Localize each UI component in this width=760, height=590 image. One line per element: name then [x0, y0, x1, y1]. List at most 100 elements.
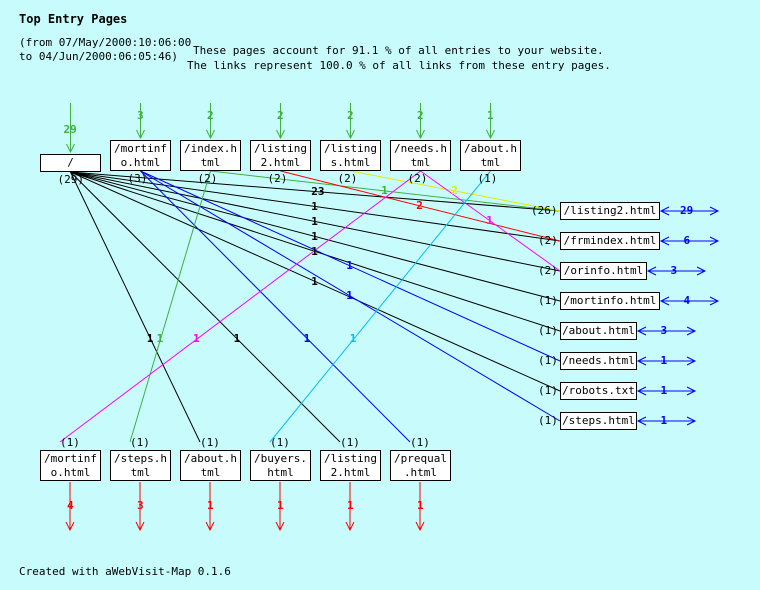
- link-count-label: 1: [486, 214, 493, 227]
- entry-arrowhead: [346, 129, 355, 140]
- linked-page-box[interactable]: /frmindex.html: [560, 232, 660, 250]
- exit-count-label: 1: [347, 499, 354, 512]
- entry-count-label: 2: [277, 109, 284, 122]
- exit-page-count: (1): [270, 436, 290, 449]
- entry-page-count: (1): [477, 172, 498, 185]
- exit-count-label: 3: [137, 499, 144, 512]
- linked-page-box[interactable]: /listing2.html: [560, 202, 660, 220]
- link-line: [140, 170, 561, 422]
- outgoing-count-label: 3: [670, 264, 678, 277]
- outgoing-count-label: 1: [660, 384, 668, 397]
- outgoing-arrowhead-left: [659, 206, 670, 216]
- exit-arrowhead: [275, 521, 285, 532]
- link-count-label: 23: [311, 184, 325, 198]
- entry-arrowhead: [136, 129, 145, 140]
- link-count-label: 2: [451, 184, 458, 197]
- linked-page-box[interactable]: /needs.html: [560, 352, 637, 370]
- exit-page-count: (1): [340, 436, 360, 449]
- exit-page-box[interactable]: /buyers. html: [250, 450, 311, 481]
- link-count-label: 1: [303, 332, 311, 346]
- entry-page-box[interactable]: /needs.h tml: [390, 140, 451, 171]
- linked-page-count: (1): [538, 414, 558, 427]
- entry-page-box[interactable]: /listing 2.html: [250, 140, 311, 171]
- exit-page-box[interactable]: /mortinf o.html: [40, 450, 101, 481]
- link-line: [70, 171, 341, 443]
- outgoing-arrowhead-right: [686, 356, 697, 366]
- exit-page-box[interactable]: /about.h tml: [180, 450, 241, 481]
- link-line: [70, 171, 561, 242]
- linked-page-count: (26): [531, 204, 558, 217]
- entry-page-box[interactable]: /about.h tml: [460, 140, 521, 171]
- link-line: [350, 170, 561, 212]
- exit-arrowhead: [65, 521, 75, 532]
- exit-count-label: 1: [417, 499, 424, 512]
- linked-page-count: (1): [538, 324, 558, 337]
- outgoing-arrowhead-right: [709, 206, 720, 216]
- outgoing-arrowhead-right: [696, 266, 707, 276]
- linked-page-box[interactable]: /mortinfo.html: [560, 292, 660, 310]
- entry-arrowhead: [66, 143, 75, 154]
- link-line: [140, 170, 411, 443]
- exit-count-label: 1: [277, 499, 284, 512]
- outgoing-count-label: 1: [660, 354, 668, 367]
- linked-page-box[interactable]: /steps.html: [560, 412, 637, 430]
- link-count-label: 1: [311, 274, 318, 288]
- link-line: [70, 171, 561, 332]
- linked-page-count: (1): [538, 384, 558, 397]
- exit-count-label: 1: [207, 499, 214, 512]
- exit-page-count: (1): [60, 436, 80, 449]
- exit-page-box[interactable]: /prequal .html: [390, 450, 451, 481]
- outgoing-arrowhead-right: [686, 326, 697, 336]
- exit-arrowhead: [345, 521, 355, 532]
- link-count-label: 1: [156, 332, 164, 346]
- entry-page-box[interactable]: /index.h tml: [180, 140, 241, 171]
- outgoing-count-label: 29: [680, 204, 694, 217]
- link-count-label: 1: [346, 289, 353, 302]
- outgoing-count-label: 4: [683, 294, 691, 307]
- outgoing-arrowhead-left: [636, 356, 647, 366]
- entry-page-box[interactable]: /mortinf o.html: [110, 140, 171, 171]
- entry-count-label: 3: [137, 109, 144, 122]
- outgoing-arrowhead-left: [646, 266, 657, 276]
- entry-page-count: (2): [197, 172, 218, 185]
- link-line: [269, 170, 491, 443]
- footer-credit: Created with aWebVisit-Map 0.1.6: [19, 565, 231, 578]
- link-count-label: 1: [192, 332, 200, 346]
- exit-page-box[interactable]: /steps.h tml: [110, 450, 171, 481]
- link-line: [70, 171, 561, 212]
- exit-page-count: (1): [130, 436, 150, 449]
- entry-arrowhead: [206, 129, 215, 140]
- linked-page-count: (1): [538, 354, 558, 367]
- entry-arrowhead: [486, 129, 495, 140]
- linked-page-box[interactable]: /orinfo.html: [560, 262, 647, 280]
- link-count-label: 1: [311, 229, 318, 243]
- entry-page-box[interactable]: /listing s.html: [320, 140, 381, 171]
- entry-count-label: 29: [63, 123, 77, 136]
- outgoing-arrowhead-left: [636, 416, 647, 426]
- outgoing-arrowhead-right: [686, 416, 697, 426]
- exit-page-box[interactable]: /listing 2.html: [320, 450, 381, 481]
- entry-page-count: (29): [57, 173, 85, 186]
- outgoing-arrowhead-right: [709, 236, 720, 246]
- linked-page-box[interactable]: /robots.txt: [560, 382, 637, 400]
- link-count-label: 1: [311, 214, 318, 228]
- link-line: [70, 171, 561, 272]
- link-line: [210, 170, 561, 212]
- outgoing-arrowhead-left: [636, 326, 647, 336]
- date-range-end: to 04/Jun/2000:06:05:46): [19, 50, 178, 63]
- link-count-label: 2: [416, 199, 423, 212]
- outgoing-arrowhead-left: [659, 236, 670, 246]
- outgoing-count-label: 3: [660, 324, 668, 337]
- link-count-label: 1: [349, 332, 357, 346]
- page-title: Top Entry Pages: [19, 12, 128, 26]
- outgoing-arrowhead-left: [659, 296, 670, 306]
- link-count-label: 1: [311, 199, 318, 213]
- entry-page-count: (2): [267, 172, 288, 185]
- entry-arrowhead: [276, 129, 285, 140]
- link-line: [420, 170, 561, 272]
- entry-page-count: (3): [127, 172, 148, 185]
- linked-page-box[interactable]: /about.html: [560, 322, 637, 340]
- entry-page-box[interactable]: /: [40, 154, 101, 172]
- entry-arrowhead: [416, 129, 425, 140]
